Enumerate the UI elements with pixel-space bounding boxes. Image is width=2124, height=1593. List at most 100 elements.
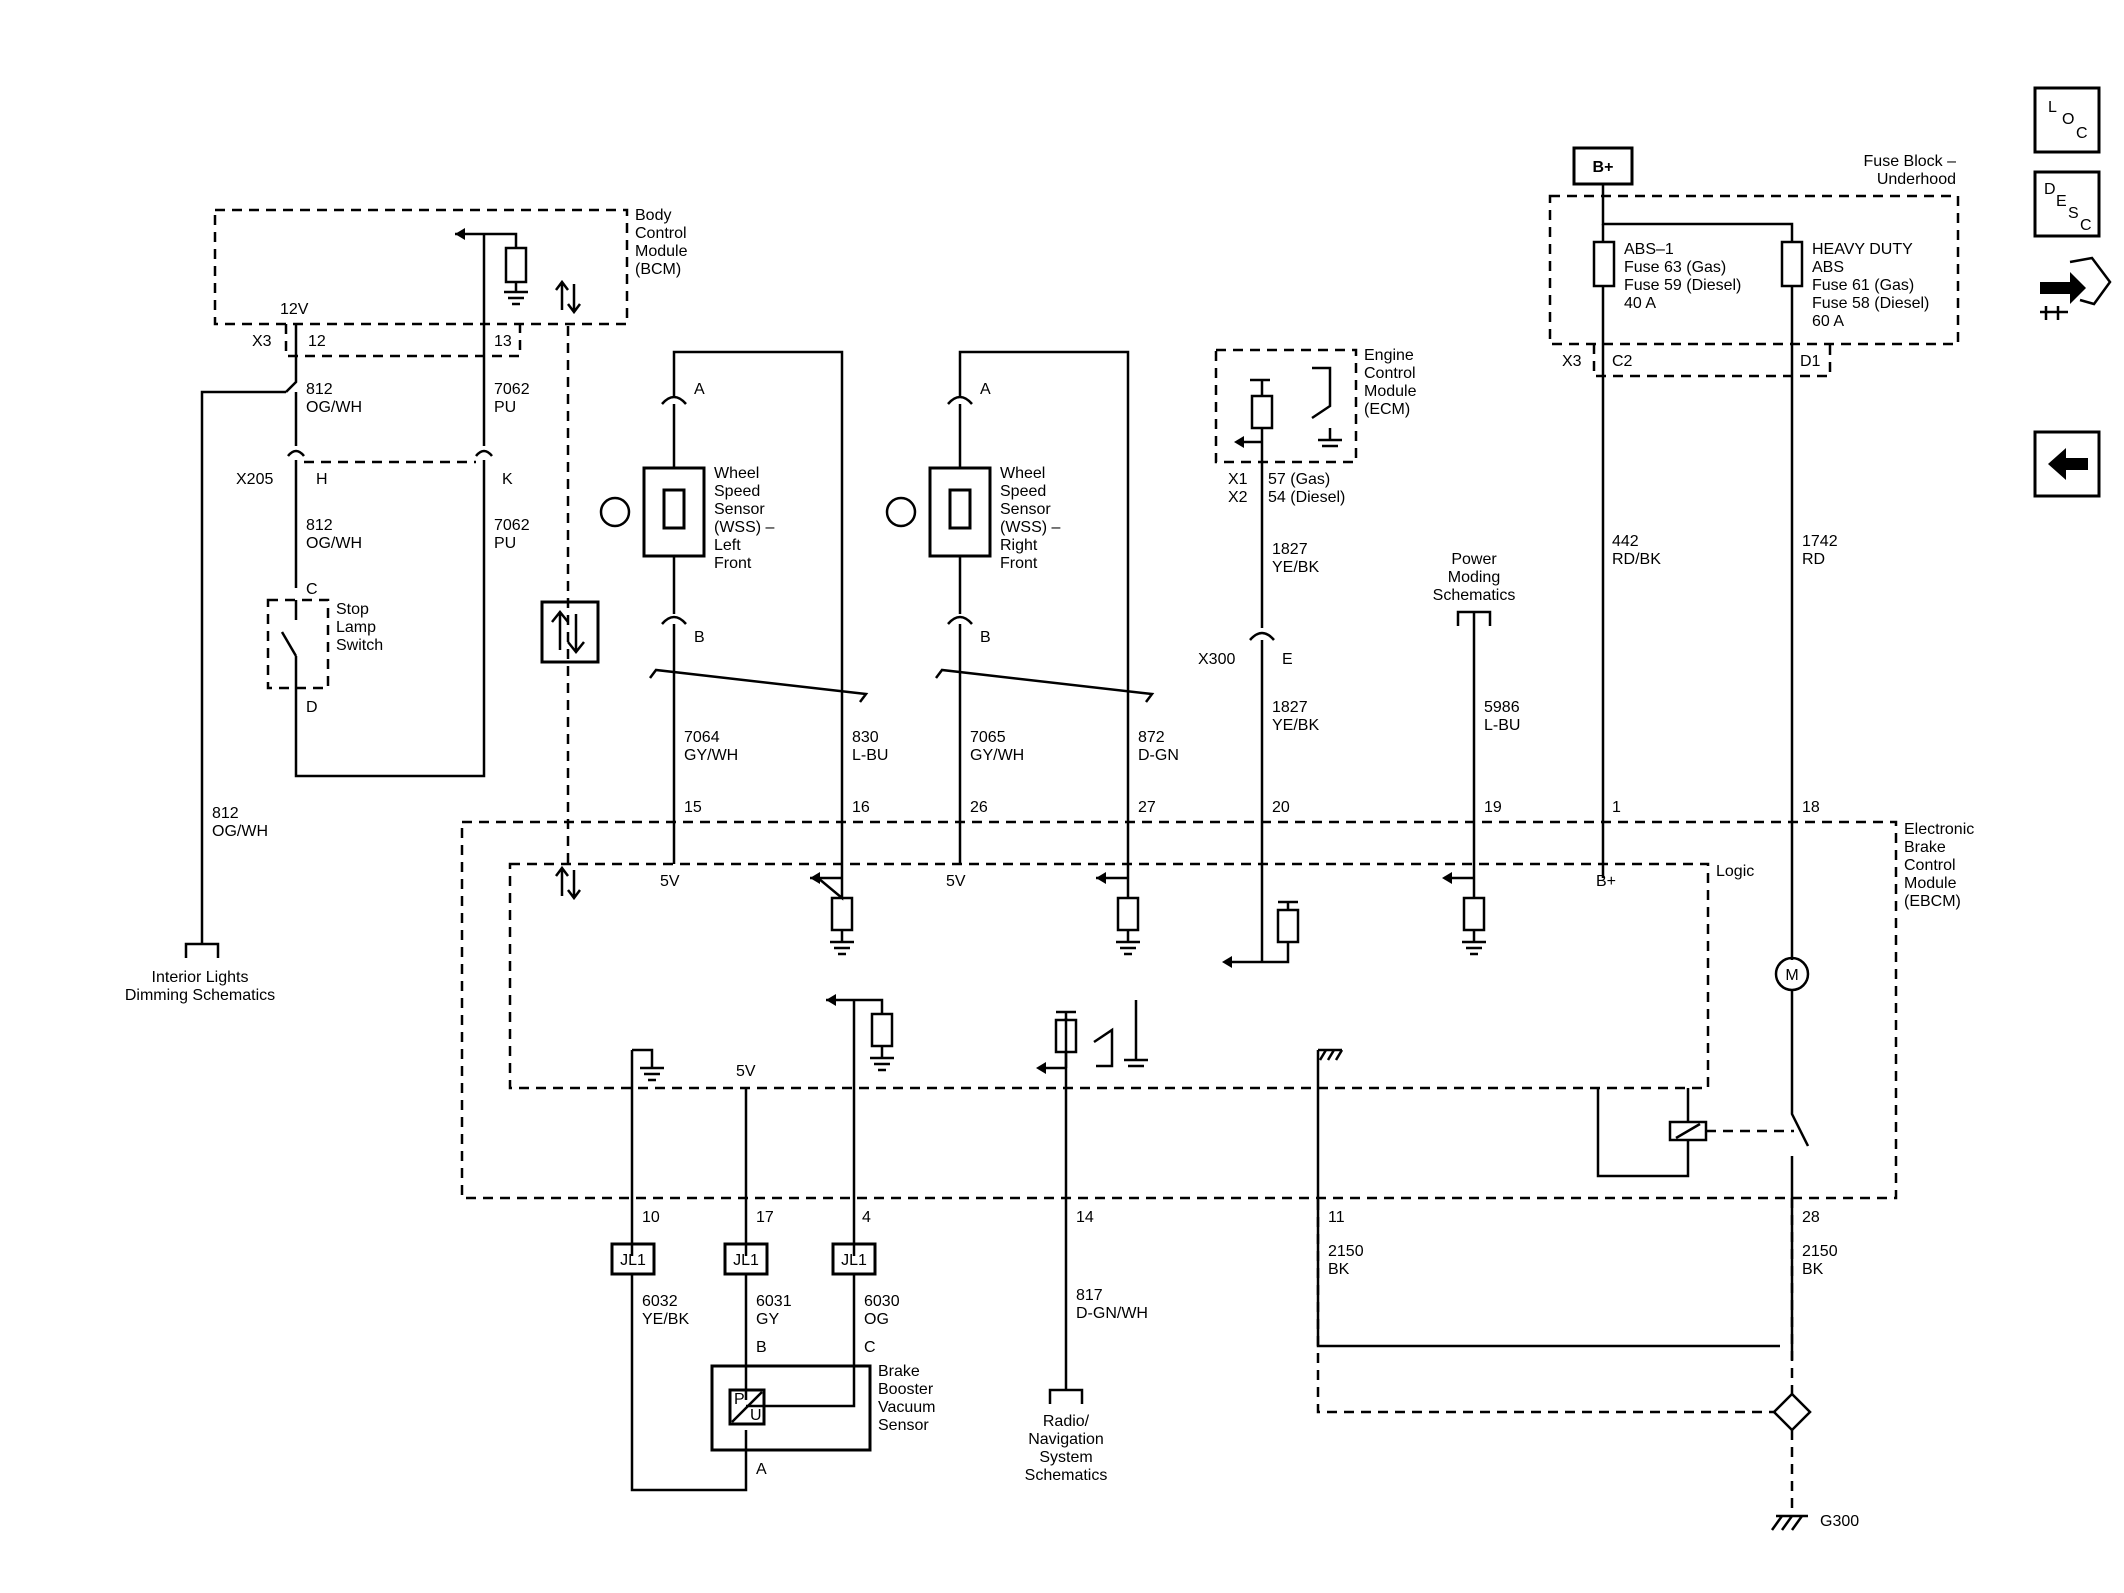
power-moding-ref[interactable]: Moding (1448, 569, 1500, 586)
sensor-title: Wheel (1000, 465, 1045, 482)
sensor-pin: B (694, 629, 705, 646)
ebcm-pin: 28 (1802, 1209, 1820, 1226)
loc-letter: O (2062, 111, 2074, 128)
bcm-title: Body (635, 207, 671, 224)
fuse-label: 40 A (1624, 295, 1656, 312)
fuse-label: Fuse 63 (Gas) (1624, 259, 1726, 276)
interior-lights-ref[interactable]: Dimming Schematics (125, 987, 275, 1004)
ebcm-pin: 19 (1484, 799, 1502, 816)
switch-title: Lamp (336, 619, 376, 636)
wire-color: PU (494, 399, 516, 416)
loc-button[interactable]: L O C (2033, 86, 2101, 154)
fuse-connector: X3 (1562, 353, 1582, 370)
ground-splice-icon (1772, 1392, 1812, 1432)
connector-pin: H (316, 471, 328, 488)
stop-lamp-switch (266, 598, 330, 690)
sensor-pin: B (756, 1339, 767, 1356)
connector-end-view-icon[interactable] (2040, 256, 2112, 320)
ebcm-title: (EBCM) (1904, 893, 1961, 910)
ecm-title: Control (1364, 365, 1416, 382)
ebcm-module-box (460, 820, 1898, 1200)
ebcm-title: Electronic (1904, 821, 1974, 838)
wire-number: 1742 (1802, 533, 1838, 550)
x300-connector: X300 (1198, 651, 1235, 668)
gear-icon (599, 496, 631, 528)
wire-number: 2150 (1328, 1243, 1364, 1260)
fuse-block-title: Fuse Block – (1864, 153, 1957, 170)
gear-icon (885, 496, 917, 528)
ecm-title: Engine (1364, 347, 1414, 364)
radio-navigation-ref[interactable]: Navigation (1028, 1431, 1104, 1448)
switch-title: Stop (336, 601, 369, 618)
ecm-pin: 57 (Gas) (1268, 471, 1330, 488)
logic-supply-label: B+ (1596, 873, 1616, 890)
voltage-label: 5V (660, 873, 680, 890)
sensor-title: Speed (714, 483, 760, 500)
radio-navigation-ref[interactable]: Radio/ (1043, 1413, 1090, 1430)
ebcm-title: Brake (1904, 839, 1946, 856)
radio-navigation-ref[interactable]: Schematics (1025, 1467, 1108, 1484)
sensor-title: Sensor (1000, 501, 1051, 518)
sensor-title: Speed (1000, 483, 1046, 500)
loc-letter: C (2076, 125, 2088, 142)
ebcm-pin: 10 (642, 1209, 660, 1226)
wire-number: 7062 (494, 517, 530, 534)
sensor-pin: A (694, 381, 705, 398)
fuse-label: Fuse 61 (Gas) (1812, 277, 1914, 294)
wire-number: 7062 (494, 381, 530, 398)
fuse-block-title: Underhood (1877, 171, 1956, 188)
wire-color: GY/WH (970, 747, 1024, 764)
fuse-label: ABS (1812, 259, 1844, 276)
ebcm-pin: 18 (1802, 799, 1820, 816)
wire-number: 1827 (1272, 699, 1308, 716)
sensor-title: Sensor (714, 501, 765, 518)
wire-number: 872 (1138, 729, 1165, 746)
interior-lights-ref[interactable]: Interior Lights (152, 969, 249, 986)
switch-pin: C (306, 581, 318, 598)
desc-button[interactable]: D E S C (2033, 170, 2101, 238)
sensor-title: Booster (878, 1381, 934, 1398)
wire-number: 812 (306, 517, 333, 534)
fuse-label: 60 A (1812, 313, 1844, 330)
sensor-title: Sensor (878, 1417, 929, 1434)
bcm-title: (BCM) (635, 261, 681, 278)
sensor-symbol: U (750, 1407, 762, 1424)
bcm-voltage: 12V (280, 301, 309, 318)
ecm-pin: 54 (Diesel) (1268, 489, 1345, 506)
wire-color: PU (494, 535, 516, 552)
wire-number: 817 (1076, 1287, 1103, 1304)
fuse-label: ABS–1 (1624, 241, 1674, 258)
wire-number: 442 (1612, 533, 1639, 550)
ebcm-pin: 17 (756, 1209, 774, 1226)
twisted-pair (649, 668, 869, 703)
power-moding-ref[interactable]: Schematics (1433, 587, 1516, 604)
ecm-connector: X2 (1228, 489, 1248, 506)
jl1-label: JL1 (841, 1252, 867, 1269)
jl1-label: JL1 (620, 1252, 646, 1269)
power-moding-ref[interactable]: Power (1451, 551, 1497, 568)
ebcm-title: Module (1904, 875, 1957, 892)
ebcm-pin: 14 (1076, 1209, 1094, 1226)
sensor-pin: A (756, 1461, 767, 1478)
sensor-title: Left (714, 537, 741, 554)
wire-number: 2150 (1802, 1243, 1838, 1260)
back-button[interactable] (2033, 430, 2101, 498)
fuse-label: HEAVY DUTY (1812, 241, 1913, 258)
wire-color: L-BU (1484, 717, 1520, 734)
ebcm-pin: 4 (862, 1209, 871, 1226)
fuse-pin: C2 (1612, 353, 1633, 370)
ebcm-pin: 27 (1138, 799, 1156, 816)
chassis-ground-icon (1770, 1514, 1808, 1531)
wire-number: 6031 (756, 1293, 792, 1310)
radio-navigation-ref[interactable]: System (1039, 1449, 1092, 1466)
fuse-label: Fuse 58 (Diesel) (1812, 295, 1929, 312)
ebcm-pin: 26 (970, 799, 988, 816)
fuse-block-box (1548, 194, 1960, 346)
ecm-module-box (1214, 348, 1358, 464)
wire-color: GY (756, 1311, 779, 1328)
fuse-abs1 (1592, 240, 1616, 288)
sensor-pin: B (980, 629, 991, 646)
wire-color: L-BU (852, 747, 888, 764)
wire-number: 830 (852, 729, 879, 746)
